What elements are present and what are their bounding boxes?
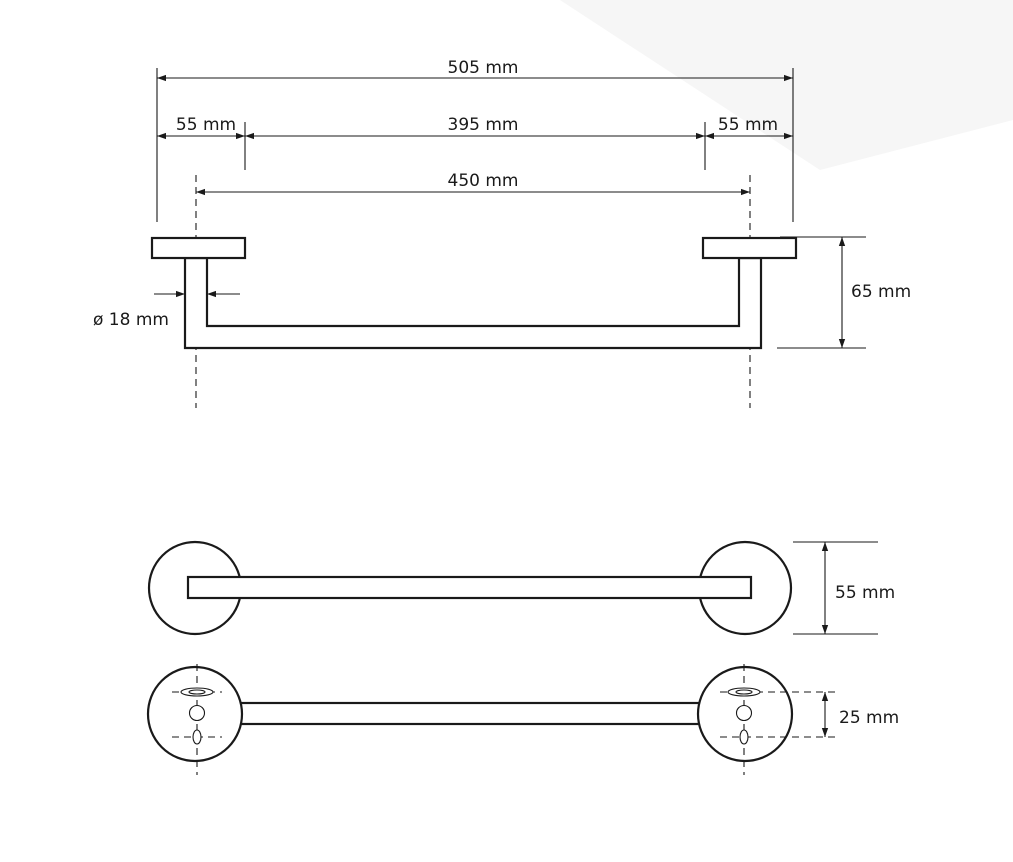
dim-inner-span: 395 mm (448, 115, 519, 135)
rear-view: 25 mm (146, 664, 899, 775)
dim-flange-diameter: 55 mm (835, 583, 895, 603)
dim-right-flange: 55 mm (718, 115, 778, 135)
dim-left-flange: 55 mm (176, 115, 236, 135)
towel-bar-side (183, 256, 763, 350)
right-mounting-holes (720, 664, 837, 775)
left-mounting-holes (172, 664, 222, 775)
front-view: 505 mm 55 mm 395 mm 55 mm 450 mm ø 18 mm… (93, 58, 911, 408)
left-flange-side (150, 236, 247, 260)
towel-bar-top (186, 575, 753, 600)
background-shade (560, 0, 1013, 170)
top-view: 55 mm (147, 540, 895, 636)
towel-bar-rear (234, 701, 706, 726)
dim-center-distance: 450 mm (448, 171, 519, 191)
dim-projection: 65 mm (851, 282, 911, 302)
dim-overall-length: 505 mm (448, 58, 519, 78)
dim-tube-diameter: ø 18 mm (93, 310, 169, 330)
right-flange-side (701, 236, 798, 260)
dim-hole-spacing: 25 mm (839, 708, 899, 728)
